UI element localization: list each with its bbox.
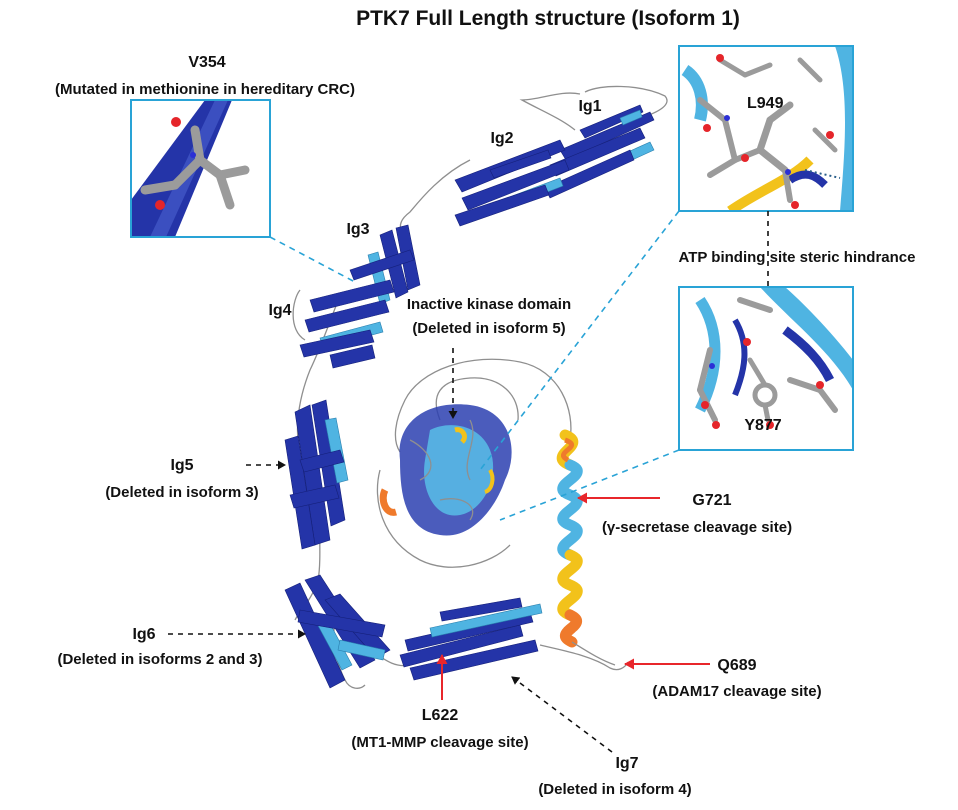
v354-note: (Mutated in methionine in hereditary CRC… <box>55 81 355 98</box>
ig7-domain <box>399 597 543 681</box>
ig7-note: (Deleted in isoform 4) <box>538 781 691 798</box>
ig5-note: (Deleted in isoform 3) <box>105 484 258 501</box>
ig1-label: Ig1 <box>578 98 601 115</box>
v354-inset <box>130 99 271 238</box>
l949-inset <box>678 45 854 212</box>
ig5-domain <box>284 399 349 550</box>
figure-title: PTK7 Full Length structure (Isoform 1) <box>356 7 740 30</box>
g721-note: (γ-secretase cleavage site) <box>602 519 792 536</box>
ig6-domain <box>284 574 391 689</box>
ig6-note: (Deleted in isoforms 2 and 3) <box>57 651 262 668</box>
y877-label: Y877 <box>744 417 781 434</box>
y877-inset <box>678 286 854 451</box>
atp-site-note: ATP binding site steric hindrance <box>679 249 916 266</box>
kinase-domain-label: Inactive kinase domain <box>407 296 571 313</box>
g721-label: G721 <box>692 492 731 509</box>
annotation-arrows <box>168 348 710 753</box>
ig2-label: Ig2 <box>490 130 513 147</box>
ig5-label: Ig5 <box>170 457 193 474</box>
q689-note: (ADAM17 cleavage site) <box>652 683 821 700</box>
v354-label: V354 <box>188 54 225 71</box>
kinase-domain <box>379 404 512 536</box>
ig2-domain <box>454 139 570 227</box>
ig7-label: Ig7 <box>615 755 638 772</box>
l622-note: (MT1-MMP cleavage site) <box>351 734 528 751</box>
kinase-domain-note: (Deleted in isoform 5) <box>412 320 565 337</box>
l949-label: L949 <box>747 95 784 112</box>
ig6-label: Ig6 <box>132 626 155 643</box>
ig1-domain <box>544 104 655 199</box>
q689-label: Q689 <box>717 657 756 674</box>
ig4-label: Ig4 <box>268 302 291 319</box>
inset-connectors <box>269 210 769 521</box>
transmembrane-helix <box>556 429 616 666</box>
ig3-ig4-domain <box>299 224 421 369</box>
l622-label: L622 <box>422 707 459 724</box>
ig3-label: Ig3 <box>346 221 369 238</box>
